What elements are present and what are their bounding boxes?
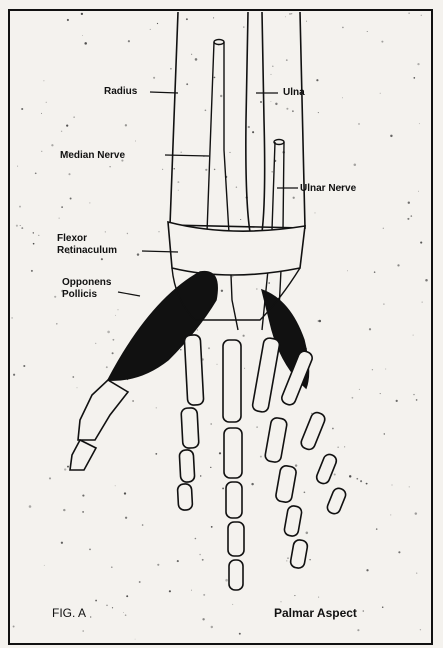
figure-caption: FIG. A — [52, 606, 86, 620]
figure-frame — [9, 10, 432, 644]
forearm-outline — [170, 12, 305, 228]
thumb-bones — [70, 380, 128, 470]
index-finger-phalanx — [179, 450, 195, 483]
flexor-label-line2: Retinaculum — [57, 245, 117, 257]
radius-leader — [150, 92, 178, 93]
ring-finger-phalanx — [290, 539, 309, 569]
ulnar-nerve-label: Ulnar Nerve — [300, 183, 356, 195]
opponens-label-line2: Pollicis — [62, 289, 97, 301]
flexor-label-line1: Flexor — [57, 233, 87, 245]
opponens-label-line1: Opponens — [62, 277, 111, 289]
middle-finger-phalanx — [224, 428, 242, 478]
little-finger-phalanx — [299, 411, 326, 451]
index-finger-phalanx — [181, 408, 199, 449]
little-finger-phalanx — [326, 487, 348, 516]
flexor-retinaculum-band — [168, 222, 305, 275]
little-finger-phalanx — [315, 453, 338, 486]
opponens-leader — [118, 292, 140, 296]
index-finger-phalanx — [184, 335, 204, 406]
ulna-label: Ulna — [283, 87, 305, 99]
view-caption: Palmar Aspect — [274, 606, 357, 620]
median-nerve-leader — [165, 155, 209, 156]
index-finger — [177, 335, 203, 511]
ring-finger-phalanx — [275, 465, 297, 503]
middle-finger-phalanx — [229, 560, 243, 590]
paper-speckle — [11, 13, 427, 640]
ring-finger-phalanx — [252, 337, 281, 413]
middle-finger-phalanx — [223, 340, 241, 422]
median-nerve-label: Median Nerve — [60, 150, 125, 162]
radius-label: Radius — [104, 86, 137, 98]
ulna-inner-edge — [262, 12, 265, 232]
middle-finger — [223, 340, 244, 590]
ring-finger-phalanx — [284, 505, 303, 537]
radius-ulna-division — [246, 12, 250, 232]
index-finger-phalanx — [177, 484, 192, 511]
forearm — [170, 12, 305, 232]
finger-bones — [177, 335, 347, 590]
middle-finger-phalanx — [228, 522, 244, 556]
middle-finger-phalanx — [226, 482, 242, 518]
ring-finger-phalanx — [264, 417, 287, 463]
